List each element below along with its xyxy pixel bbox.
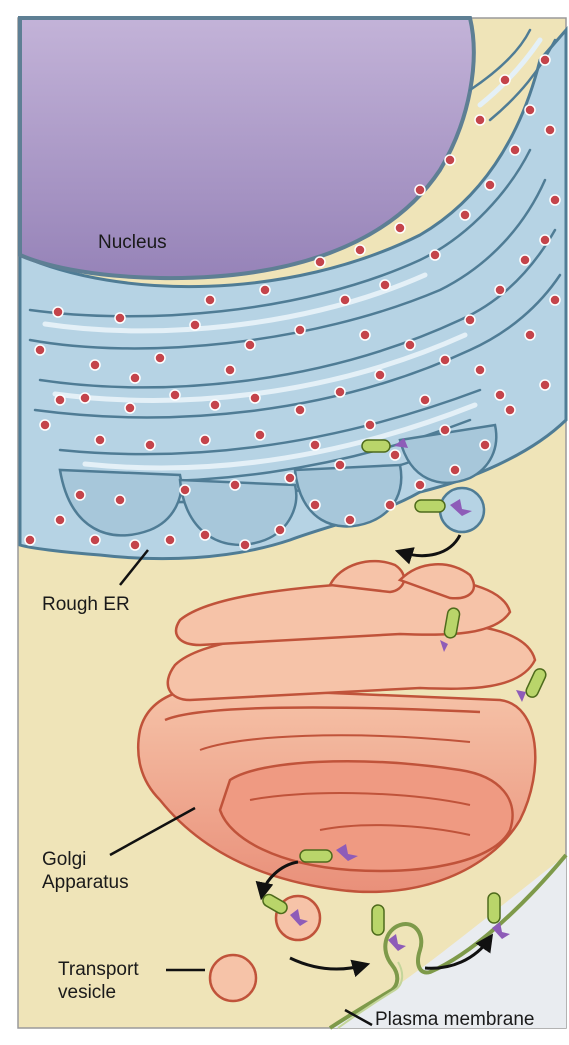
label-golgi-line2: Apparatus xyxy=(42,872,129,893)
label-transport-line1: Transport xyxy=(58,959,139,980)
label-golgi-line1: Golgi xyxy=(42,849,86,870)
label-rough-er: Rough ER xyxy=(42,594,130,615)
label-plasma-membrane: Plasma membrane xyxy=(375,1009,534,1030)
label-nucleus: Nucleus xyxy=(98,232,167,253)
label-transport-line2: vesicle xyxy=(58,982,116,1003)
transport-vesicle xyxy=(210,955,256,1001)
